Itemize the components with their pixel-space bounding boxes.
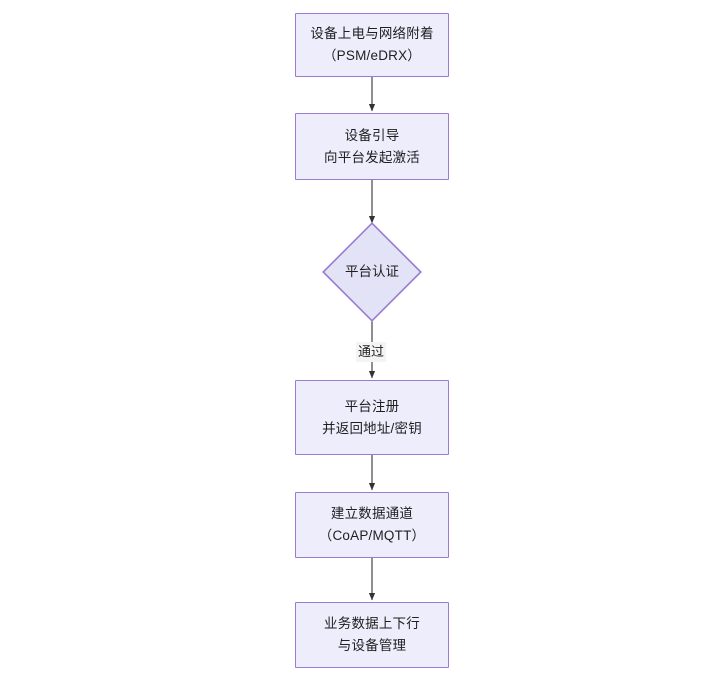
edge-label-pass: 通过 [356,342,387,362]
node-label: 平台注册 并返回地址/密钥 [322,398,422,436]
node-platform-register[interactable]: 平台注册 并返回地址/密钥 [295,380,449,455]
node-label: 设备引导 向平台发起激活 [324,127,420,165]
node-label: 建立数据通道 （CoAP/MQTT） [318,506,426,543]
node-label: 平台认证 [345,264,399,279]
node-establish-data-channel[interactable]: 建立数据通道 （CoAP/MQTT） [295,492,449,558]
node-label: 业务数据上下行 与设备管理 [324,616,420,653]
node-business-data-and-device-management[interactable]: 业务数据上下行 与设备管理 [295,602,449,668]
node-device-bootstrap[interactable]: 设备引导 向平台发起激活 [295,113,449,180]
node-device-power-on[interactable]: 设备上电与网络附着 （PSM/eDRX） [295,13,449,77]
diamond-shape [322,222,422,322]
node-platform-auth-decision[interactable]: 平台认证 [322,222,422,322]
node-label: 设备上电与网络附着 （PSM/eDRX） [310,26,434,63]
